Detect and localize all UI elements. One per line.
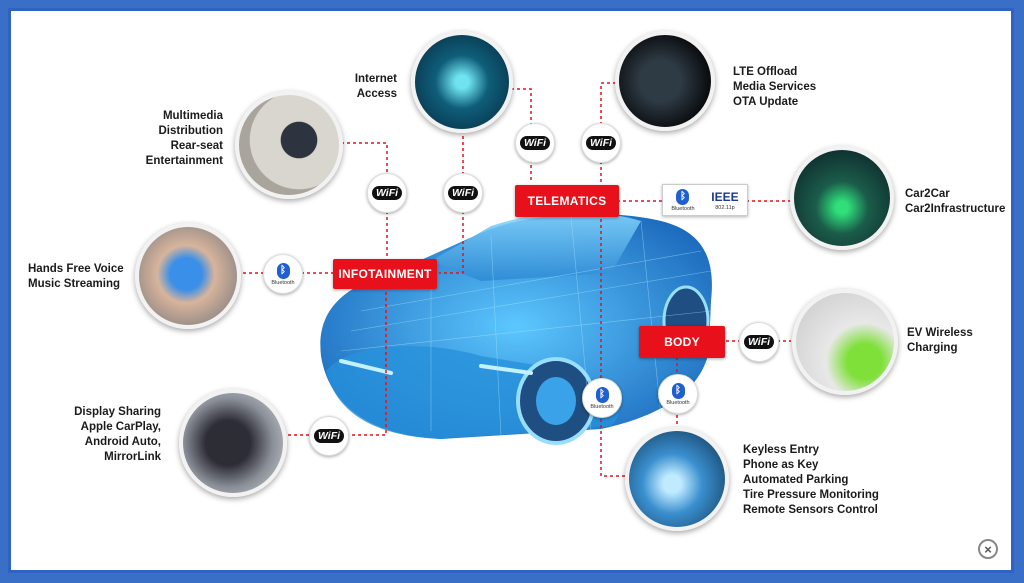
- photo-ev-charging: [792, 289, 898, 395]
- wifi-icon: WiFi: [371, 186, 403, 200]
- photo-rear-seat-entertainment: [235, 91, 343, 199]
- label-hands-free: Hands Free Voice Music Streaming: [28, 263, 124, 290]
- wifi-icon: WiFi: [447, 186, 479, 200]
- badge-telematics: TELEMATICS: [515, 185, 619, 217]
- ieee-logo: IEEE: [711, 189, 739, 204]
- wifi-node-ev: WiFi: [739, 322, 779, 362]
- label-ev-charging: EV Wireless Charging: [907, 327, 973, 354]
- wifi-node-internet: WiFi: [443, 173, 483, 213]
- label-display-sharing: Display Sharing Apple CarPlay, Android A…: [74, 406, 161, 463]
- close-button[interactable]: ×: [978, 539, 998, 559]
- photo-car2car: [790, 146, 894, 250]
- bluetooth-icon: ᛒ: [671, 382, 685, 399]
- wifi-node-display: WiFi: [309, 416, 349, 456]
- photo-keyless-entry: [625, 427, 729, 531]
- wifi-icon: WiFi: [313, 429, 345, 443]
- wifi-icon: WiFi: [743, 335, 775, 349]
- photo-hands-free: [135, 223, 241, 329]
- diagram-frame: Multimedia Distribution Rear-seat Entert…: [8, 8, 1014, 573]
- label-keyless-entry: Keyless Entry Phone as Key Automated Par…: [743, 444, 879, 516]
- label-lte-offload: LTE Offload Media Services OTA Update: [733, 66, 817, 108]
- photo-lte-offload: [615, 31, 715, 131]
- wifi-node-lte: WiFi: [581, 123, 621, 163]
- bluetooth-icon: ᛒ: [595, 386, 609, 403]
- badge-body: BODY: [639, 326, 725, 358]
- bluetooth-icon: ᛒ: [276, 262, 290, 279]
- label-car2car: Car2Car Car2Infrastructure: [905, 188, 1006, 215]
- photo-display-sharing: [179, 389, 287, 497]
- label-multimedia: Multimedia Distribution Rear-seat Entert…: [145, 110, 223, 167]
- badge-infotainment: INFOTAINMENT: [333, 259, 437, 289]
- wifi-node-multimedia: WiFi: [367, 173, 407, 213]
- bluetooth-icon: ᛒ: [676, 188, 690, 205]
- wifi-icon: WiFi: [519, 136, 551, 150]
- label-internet-access: Internet Access: [354, 73, 397, 100]
- close-icon: ×: [984, 541, 992, 557]
- wifi-node-telematics-left: WiFi: [515, 123, 555, 163]
- wifi-icon: WiFi: [585, 136, 617, 150]
- photo-internet-access: [411, 31, 513, 133]
